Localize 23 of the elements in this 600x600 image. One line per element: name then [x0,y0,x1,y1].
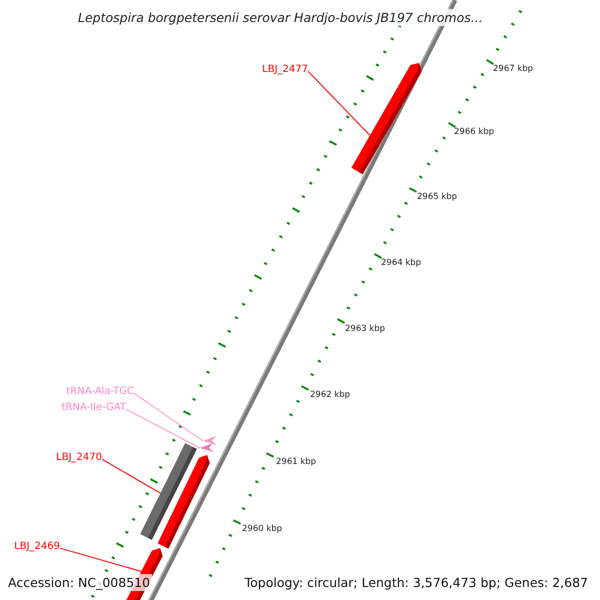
footer-text: Accession: NC_008510 [6,574,152,591]
gene-label: LBJ_2470 [56,452,102,464]
scale-label: 2962 kbp [310,390,350,400]
trna-feature-mark [203,436,217,445]
leader-line [308,70,370,136]
leader-line [126,408,200,448]
leader-line [134,392,204,442]
scale-label: 2961 kbp [276,457,316,467]
gene-feature-bar [158,455,210,549]
scale-label: 2967 kbp [493,64,534,74]
gene-label: tRNA-Ala-TGC [66,386,134,398]
scale-label: 2960 kbp [242,524,282,534]
scale-label: 2964 kbp [381,258,422,268]
scale-label: 2963 kbp [345,324,386,334]
gene-feature-bar [351,63,422,174]
gene-label: LBJ_2469 [14,541,60,553]
gene-label: tRNA-Ile-GAT [62,402,126,414]
leader-line [102,458,161,494]
leader-line [60,548,142,572]
trna-feature-mark [200,443,214,452]
scale-label: 2965 kbp [417,192,458,202]
gene-label: LBJ_2477 [262,64,308,76]
scale-label: 2966 kbp [454,127,494,137]
